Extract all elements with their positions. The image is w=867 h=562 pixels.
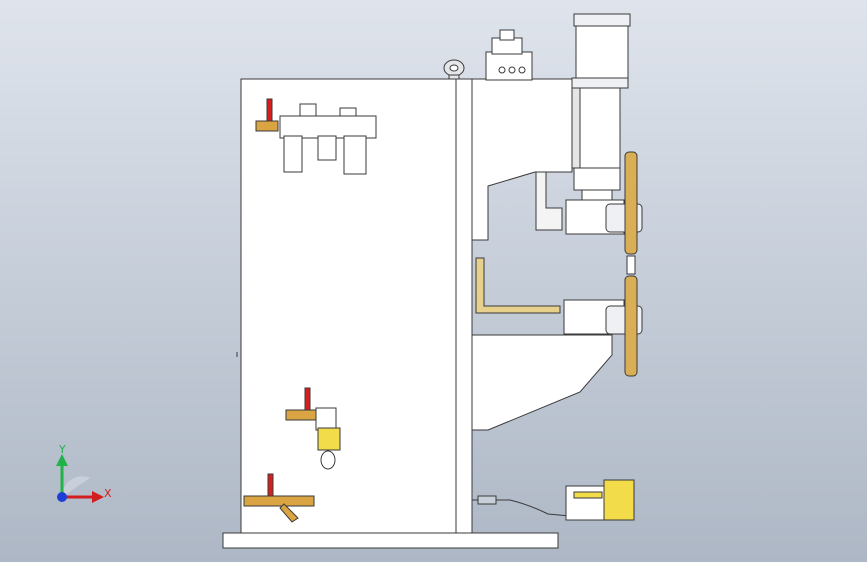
foot-pedal-cable [472, 495, 571, 517]
pressure-cylinder [571, 13, 631, 203]
water-valve-lower [243, 473, 315, 523]
z-axis-dot [57, 492, 67, 502]
base-plate [222, 532, 559, 549]
upper-electrode-holder [565, 151, 643, 275]
foot-pedal [565, 479, 635, 521]
axis-triad: Y X [56, 443, 112, 503]
upper-bracket [535, 171, 563, 231]
y-axis-arrow [56, 454, 68, 466]
cabinet-pillar [455, 78, 473, 534]
solenoid-valve [485, 29, 533, 81]
water-valve-middle [285, 387, 341, 470]
lower-electrode-holder [563, 275, 643, 377]
y-axis-label: Y [58, 443, 66, 456]
lower-electrode-bar [475, 257, 561, 314]
lower-arm [471, 334, 613, 431]
air-filter-regulator-unit [255, 98, 377, 175]
x-axis-label: X [104, 487, 112, 500]
lifting-eye-icon [443, 59, 465, 80]
x-axis-arrow [92, 491, 104, 503]
rotation-arc [61, 476, 90, 497]
